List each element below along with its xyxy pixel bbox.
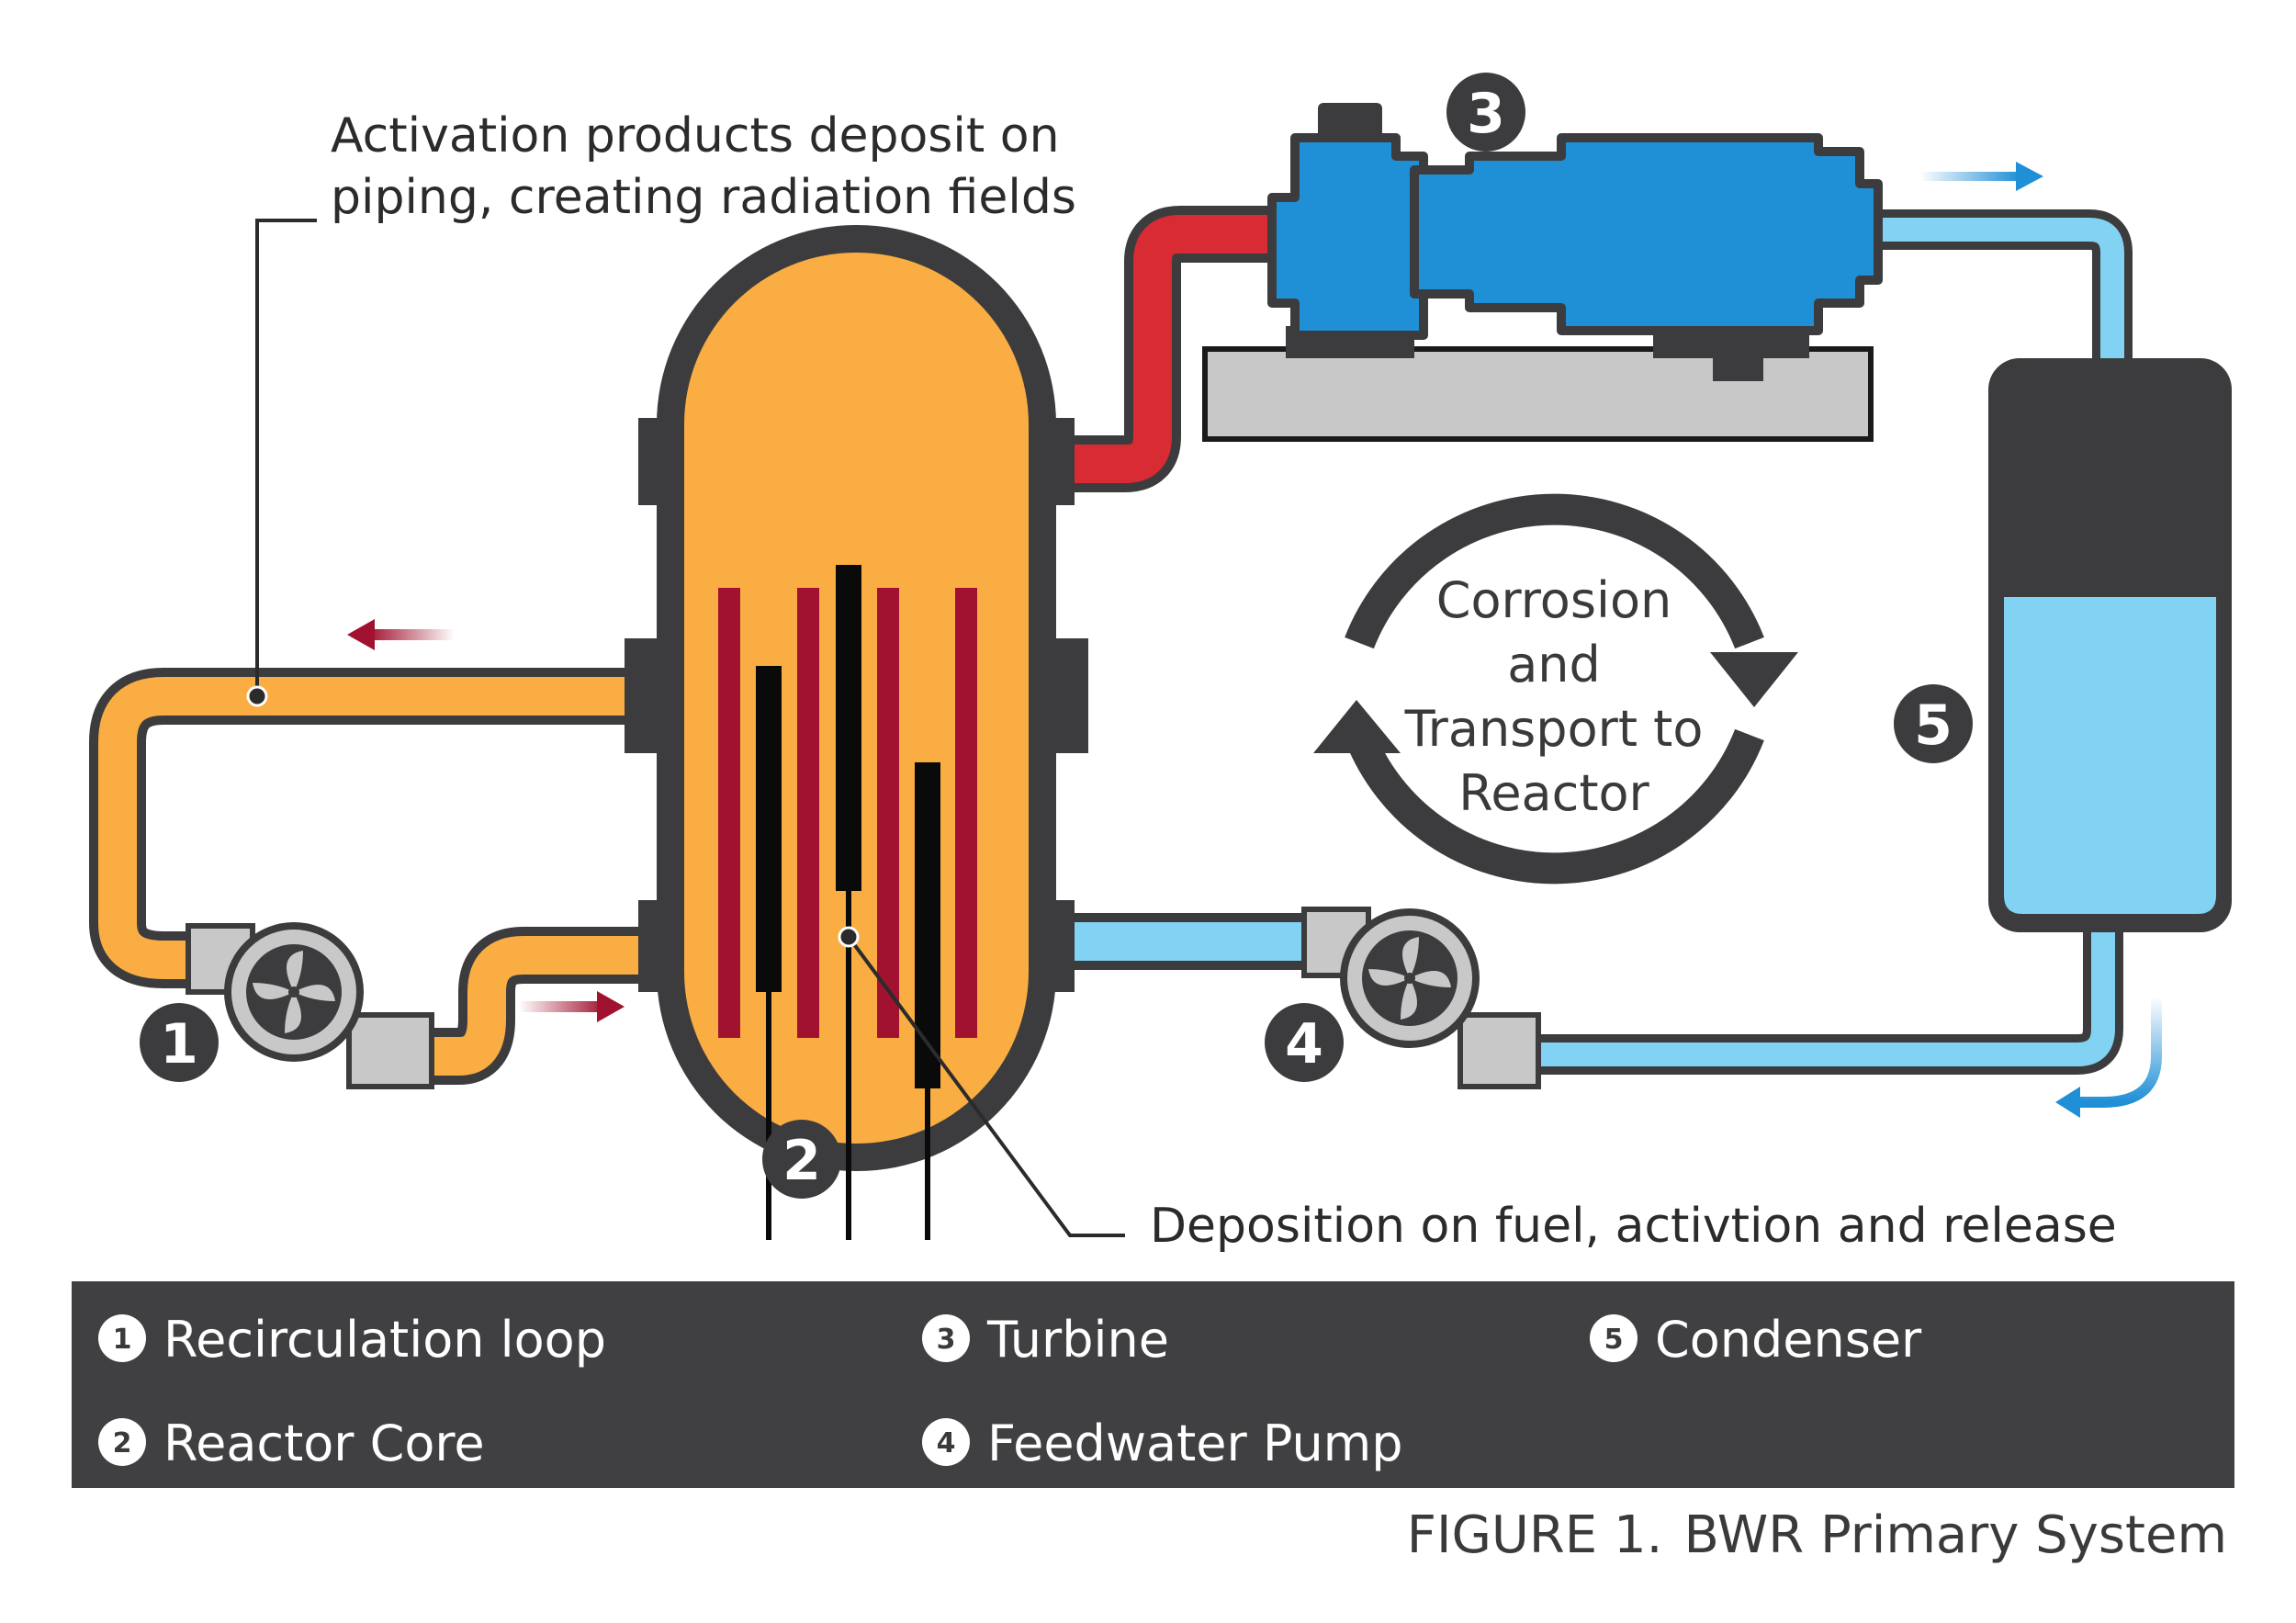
piping-callout-line1: Activation products deposit on (331, 108, 1060, 163)
badge-5: 5 (1894, 684, 1973, 763)
svg-text:1: 1 (160, 1012, 198, 1076)
fuel-rods (718, 588, 977, 1038)
arrow-left-icon (2055, 1087, 2080, 1118)
cycle-text-line4: Reactor (1458, 764, 1649, 822)
arrow-right-icon (597, 991, 625, 1022)
legend-item-recirculation-loop: 1 Recirculation loop (98, 1311, 606, 1369)
legend-item-reactor-core: 2 Reactor Core (98, 1414, 485, 1472)
badge-3: 3 (1446, 73, 1525, 152)
pump-impeller-icon (1368, 937, 1451, 1020)
svg-text:5: 5 (1604, 1324, 1624, 1356)
cycle-text-line1: Corrosion (1436, 571, 1671, 629)
control-rods (756, 565, 940, 1240)
turbine (1202, 103, 1883, 442)
arrow-right-icon (2016, 162, 2043, 191)
steam-line (1047, 206, 1286, 492)
figure-number: FIGURE 1. (1407, 1505, 1663, 1565)
svg-text:2: 2 (782, 1129, 821, 1193)
legend-item-feedwater-pump: 4 Feedwater Pump (922, 1414, 1403, 1472)
svg-text:4: 4 (1285, 1012, 1323, 1076)
corrosion-cycle-arrows (1313, 493, 1798, 885)
svg-text:3: 3 (1467, 82, 1505, 146)
svg-text:2: 2 (113, 1427, 132, 1460)
leader-dot (246, 685, 268, 707)
arrow-left-icon (347, 619, 375, 650)
feedwater-pump (1301, 907, 1541, 1089)
pump-impeller-icon (253, 951, 335, 1033)
badge-4: 4 (1265, 1003, 1344, 1082)
svg-text:Feedwater Pump: Feedwater Pump (987, 1414, 1403, 1472)
leader-dot (838, 926, 860, 948)
svg-text:4: 4 (937, 1427, 956, 1460)
figure-title: BWR Primary System (1683, 1505, 2227, 1565)
cycle-text-line3: Transport to (1404, 700, 1704, 758)
figure-caption: FIGURE 1. BWR Primary System (1407, 1505, 2227, 1565)
fuel-callout: Deposition on fuel, activtion and releas… (1150, 1199, 2117, 1254)
recirculation-pump (186, 922, 434, 1089)
legend-item-condenser: 5 Condenser (1590, 1311, 1922, 1369)
badge-1: 1 (140, 1003, 219, 1082)
recirculation-piping (89, 668, 643, 1085)
flow-arrows (347, 162, 2162, 1118)
piping-callout-line2: piping, creating radiation fields (331, 170, 1076, 225)
legend-item-turbine: 3 Turbine (922, 1311, 1169, 1369)
badge-2: 2 (762, 1120, 841, 1199)
svg-text:5: 5 (1914, 693, 1953, 758)
svg-text:3: 3 (937, 1324, 956, 1356)
legend-bar (72, 1281, 2234, 1488)
svg-text:Turbine: Turbine (986, 1311, 1169, 1369)
cycle-text-line2: and (1507, 636, 1601, 693)
svg-text:Recirculation loop: Recirculation loop (163, 1311, 606, 1369)
legend: 1 Recirculation loop 2 Reactor Core 3 Tu… (72, 1281, 2234, 1488)
svg-text:Condenser: Condenser (1655, 1311, 1922, 1369)
callout-leaders (255, 219, 1125, 1237)
svg-text:1: 1 (113, 1324, 132, 1356)
svg-text:Reactor Core: Reactor Core (163, 1414, 485, 1472)
condenser (1988, 358, 2232, 932)
